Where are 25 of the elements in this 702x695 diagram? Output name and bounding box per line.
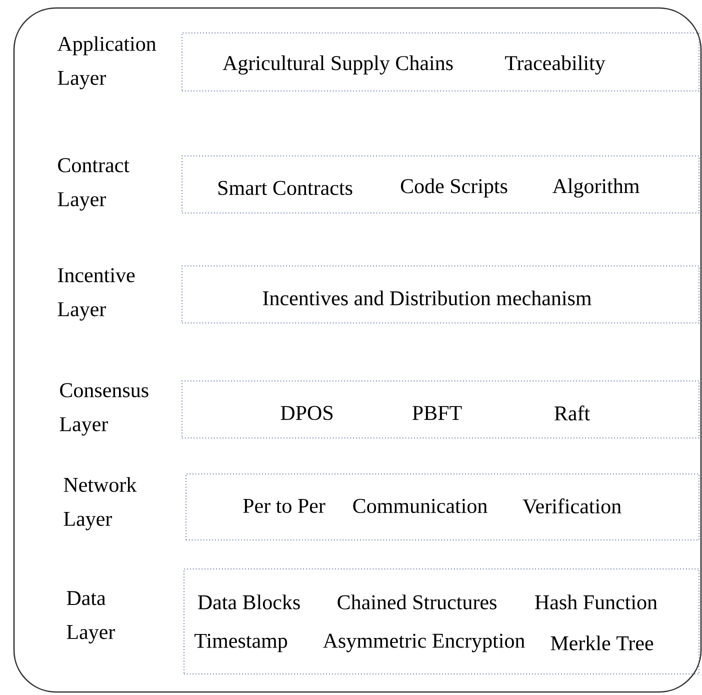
item-text: PBFT: [412, 406, 462, 420]
item-text: Traceability: [505, 55, 606, 75]
item-text: Data Blocks: [198, 594, 300, 610]
layer-label: Application Layer: [57, 36, 156, 90]
item-text: DPOS: [280, 406, 333, 420]
item-text: Communication: [353, 498, 488, 514]
outer-frame: [13, 7, 702, 693]
item-text: Asymmetric Encryption: [323, 634, 525, 652]
item-text: Algorithm: [552, 178, 640, 198]
item-text: Agricultural Supply Chains: [222, 55, 453, 75]
layer-label: Contract Layer: [58, 158, 130, 211]
layer-label: Incentive Layer: [58, 268, 135, 321]
layer-label: Data Layer: [66, 591, 115, 644]
item-text: Incentives and Distribution mechanism: [263, 290, 592, 306]
item-text: Timestamp: [194, 634, 288, 652]
layer-label: Network Layer: [64, 477, 137, 530]
item-text: Raft: [554, 405, 590, 420]
item-text: Verification: [522, 498, 622, 514]
item-text: Chained Structures: [338, 594, 496, 610]
item-text: Hash Function: [535, 594, 658, 610]
item-text: Code Scripts: [400, 178, 508, 198]
item-text: Per to Per: [243, 499, 326, 513]
item-text: Merkle Tree: [550, 636, 654, 650]
item-text: Smart Contracts: [218, 180, 352, 196]
layer-label: Consensus Layer: [60, 383, 148, 436]
